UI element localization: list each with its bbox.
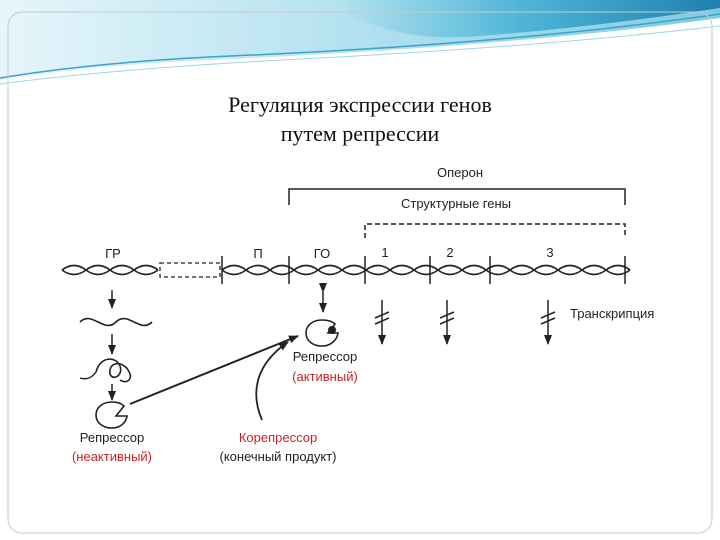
- gene3-block-mark-1: [540, 311, 556, 319]
- inactive-repressor-label: Репрессор: [80, 430, 144, 445]
- mrna-wave: [79, 317, 153, 327]
- polypeptide-coil: [95, 358, 132, 383]
- gene3-block-mark-2: [540, 317, 556, 325]
- dna-strand-left-b: [61, 264, 159, 276]
- corepressor-label: Корепрессор: [239, 430, 317, 445]
- structural-genes-label: Структурные гены: [401, 196, 511, 211]
- inactive-status-label: (неактивный): [72, 449, 152, 464]
- go-label: ГО: [314, 246, 330, 261]
- header-wave-line-2: [0, 25, 720, 85]
- header-wave-front: [320, 0, 720, 38]
- title-line-2: путем репрессии: [280, 121, 440, 146]
- gene1-block-mark-1: [374, 311, 390, 319]
- inactive-repressor-shape: [95, 401, 128, 429]
- polypeptide-tail: [79, 371, 97, 380]
- gene-1-label: 1: [381, 245, 388, 260]
- active-repressor-label: Репрессор: [293, 349, 357, 364]
- blocked-transcription-arrows: [374, 300, 556, 345]
- active-repressor-shape: [305, 319, 339, 347]
- transcription-label: Транскрипция: [570, 306, 654, 321]
- slide-border: [7, 11, 713, 534]
- end-product-label: (конечный продукт): [220, 449, 337, 464]
- dna-helix: [61, 264, 631, 276]
- structural-genes-bracket: [364, 223, 626, 238]
- operon-bracket: [288, 188, 626, 205]
- header-wave-line: [0, 13, 720, 79]
- activation-arrow: [129, 335, 299, 405]
- slide-title: Регуляция экспрессии генов путем репресс…: [120, 90, 600, 148]
- region-boundaries: [221, 256, 626, 284]
- corepressor-bound-dot: [328, 326, 336, 334]
- dna-strand-right-b: [221, 264, 631, 276]
- active-status-label: (активный): [292, 369, 358, 384]
- gene-2-label: 2: [446, 245, 453, 260]
- gene2-block-mark-1: [439, 311, 455, 319]
- dna-strand-right-a: [221, 264, 631, 276]
- gene1-block-mark-2: [374, 317, 390, 325]
- title-line-1: Регуляция экспрессии генов: [228, 92, 492, 117]
- p-label: П: [253, 246, 262, 261]
- gr-label: ГР: [105, 246, 121, 261]
- operon-label: Оперон: [437, 165, 483, 180]
- gene-3-label: 3: [546, 245, 553, 260]
- gene2-block-mark-2: [439, 317, 455, 325]
- dna-gap-dashed: [159, 262, 221, 278]
- corepressor-feedback-arrow: [255, 341, 289, 421]
